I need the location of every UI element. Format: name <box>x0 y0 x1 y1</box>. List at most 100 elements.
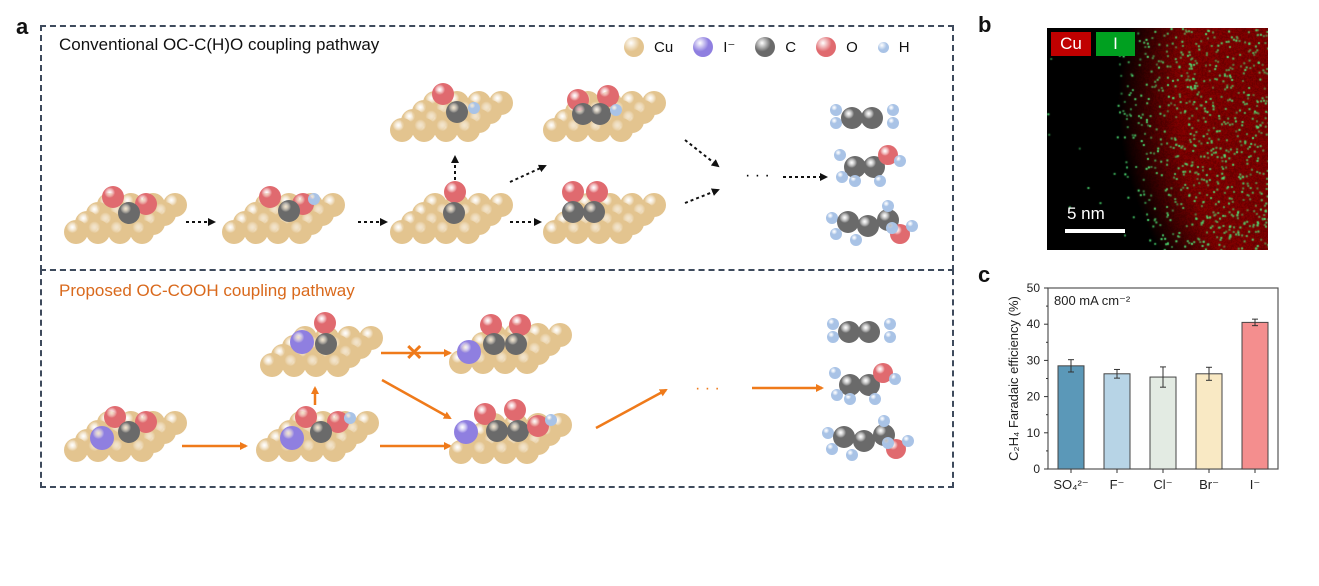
cu-atom <box>434 118 458 142</box>
h-atom <box>830 117 842 129</box>
cu-atom <box>222 220 246 244</box>
h-atom <box>830 228 842 240</box>
cu-atom <box>130 220 154 244</box>
cu-atom <box>565 220 589 244</box>
arrow-prop-merge <box>595 388 668 430</box>
cu-atom <box>64 438 88 462</box>
h-atom <box>886 222 898 234</box>
bar <box>1195 373 1223 470</box>
c-atom <box>278 200 300 222</box>
o-atom-icon <box>816 37 837 57</box>
h-atom <box>894 155 906 167</box>
c-atom <box>857 215 879 237</box>
scale-bar-label: 5 nm <box>1067 204 1105 223</box>
bar <box>1241 321 1269 470</box>
product-propanol-top <box>826 200 918 246</box>
x-tick-label: SO₄²⁻ <box>1053 477 1088 492</box>
c-atom <box>483 333 505 355</box>
cu-atom <box>322 438 346 462</box>
cu-atom <box>493 440 517 464</box>
proposed-pathway-box <box>40 269 954 488</box>
legend-item-c: C <box>755 37 808 57</box>
cu-atom <box>449 440 473 464</box>
x-tick-label: Br⁻ <box>1199 477 1219 492</box>
h-atom <box>874 175 886 187</box>
product-ethanol-top <box>834 145 906 187</box>
c-atom <box>310 421 332 443</box>
h-atom <box>827 331 839 343</box>
bar <box>1103 373 1131 470</box>
c-atom <box>572 103 594 125</box>
h-atom <box>902 435 914 447</box>
c-atom <box>841 107 863 129</box>
o-atom <box>259 186 281 208</box>
cu-atom <box>300 438 324 462</box>
arrow-prop-diag <box>381 378 452 420</box>
x-tick-label: Cl⁻ <box>1153 477 1172 492</box>
cu-atom <box>543 220 567 244</box>
cu-atom <box>493 350 517 374</box>
chart-annotation: 800 mA cm⁻² <box>1054 293 1131 308</box>
c-atom <box>118 421 140 443</box>
state-i-oc-cooh-slab <box>449 399 572 464</box>
h-atom <box>850 234 862 246</box>
i-atom-icon <box>693 37 714 57</box>
proposed-pathway-title: Proposed OC-COOH coupling pathway <box>59 281 355 300</box>
c-atom <box>853 430 875 452</box>
h-atom <box>468 102 480 114</box>
o-atom <box>135 193 157 215</box>
h-atom-icon <box>877 41 889 53</box>
ellipsis-bottom: · · · <box>695 380 720 397</box>
state-i-co2-slab <box>64 406 187 462</box>
eds-map-image <box>1047 28 1268 250</box>
state-oc-cho-slab <box>543 85 666 142</box>
conventional-pathway-title: Conventional OC-C(H)O coupling pathway <box>59 35 380 54</box>
cu-atom <box>256 438 280 462</box>
cu-atom <box>86 220 110 244</box>
c-atom <box>315 333 337 355</box>
cu-atom <box>412 220 436 244</box>
o-atom <box>327 411 349 433</box>
state-co-slab <box>390 181 513 244</box>
cu-atom <box>471 440 495 464</box>
c-atom <box>863 156 885 178</box>
h-atom <box>545 414 557 426</box>
product-c2h4-bottom <box>827 318 896 343</box>
c-atom <box>858 321 880 343</box>
legend-item-cu: Cu <box>624 37 685 57</box>
cu-atom <box>587 118 611 142</box>
o-atom <box>295 406 317 428</box>
c-atom <box>858 374 880 396</box>
i-atom <box>454 420 478 444</box>
h-atom <box>846 449 858 461</box>
o-atom <box>597 85 619 107</box>
h-atom <box>869 393 881 405</box>
c-atom <box>861 107 883 129</box>
o-atom <box>504 399 526 421</box>
h-atom <box>830 104 842 116</box>
h-atom <box>878 415 890 427</box>
legend-item-i: I⁻ <box>693 37 747 57</box>
product-ethanol-bottom <box>829 363 901 405</box>
bar <box>1149 376 1177 470</box>
cu-atom <box>543 118 567 142</box>
ellipsis-top: · · · <box>745 167 770 184</box>
legend-label: I⁻ <box>723 39 736 56</box>
h-atom <box>822 427 834 439</box>
h-atom <box>826 212 838 224</box>
panel-c-label: c <box>978 262 991 287</box>
cu-atom <box>304 353 328 377</box>
cu-atom <box>108 438 132 462</box>
cu-atom <box>609 220 633 244</box>
cu-atom <box>64 220 88 244</box>
h-atom <box>884 318 896 330</box>
c-atom <box>443 202 465 224</box>
x-tick-label: I⁻ <box>1250 477 1260 492</box>
cu-atom <box>515 350 539 374</box>
state-i-oc-co-slab <box>449 314 572 374</box>
legend-label: H <box>898 38 910 56</box>
y-tick-label: 30 <box>1027 353 1041 367</box>
product-propanol-bottom <box>822 415 914 461</box>
c-atom <box>507 420 529 442</box>
h-atom <box>906 220 918 232</box>
